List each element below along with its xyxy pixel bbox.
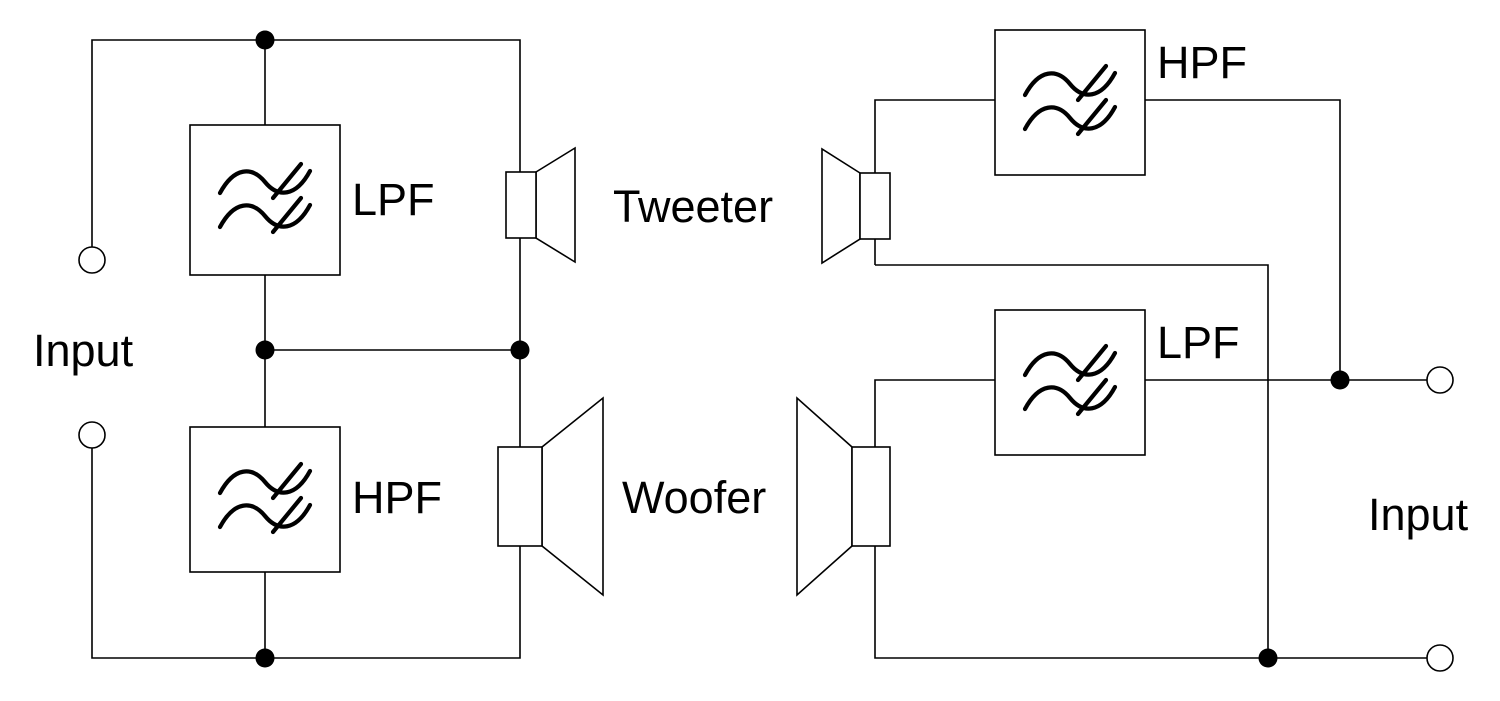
wire [1145, 99, 1341, 380]
left-hpf-label: HPF [352, 472, 442, 523]
left-lpf-label: LPF [352, 174, 435, 225]
speaker-driver [497, 446, 543, 547]
speaker-cone [796, 396, 853, 597]
wire [874, 99, 995, 265]
woofer-label: Woofer [622, 472, 766, 523]
tweeter-speaker-icon [821, 147, 891, 265]
left-input-label: Input [33, 325, 134, 376]
speaker-driver [505, 171, 537, 239]
open-terminal-circle [1426, 644, 1454, 672]
hpf-filter-box [189, 426, 341, 573]
junction-dot [1258, 648, 1278, 668]
open-terminal-circle [78, 421, 106, 449]
open-terminal-circle [78, 246, 106, 274]
open-terminal-circle [1426, 366, 1454, 394]
speaker-cone [535, 146, 576, 264]
wire [874, 379, 995, 447]
tweeter-speaker-icon [505, 146, 576, 264]
woofer-speaker-icon [497, 396, 604, 597]
left-crossover-circuit [78, 30, 604, 668]
right-crossover-circuit [796, 29, 1454, 672]
junction-dot [1330, 370, 1350, 390]
right-lpf-label: LPF [1157, 317, 1240, 368]
woofer-speaker-icon [796, 396, 891, 597]
lpf-filter-box [994, 309, 1146, 456]
wire [875, 264, 1269, 658]
speaker-cone [821, 147, 861, 265]
hpf-filter-box [994, 29, 1146, 176]
junction-dot [255, 30, 275, 50]
junction-dot [510, 340, 530, 360]
right-input-label: Input [1368, 489, 1469, 540]
lpf-filter-box [189, 124, 341, 276]
wire [874, 546, 1427, 659]
speaker-driver [851, 446, 891, 547]
junction-dot [255, 340, 275, 360]
tweeter-label: Tweeter [613, 181, 773, 232]
right-hpf-label: HPF [1157, 37, 1247, 88]
speaker-driver [859, 172, 891, 240]
speaker-cone [541, 396, 604, 597]
junction-dot [255, 648, 275, 668]
